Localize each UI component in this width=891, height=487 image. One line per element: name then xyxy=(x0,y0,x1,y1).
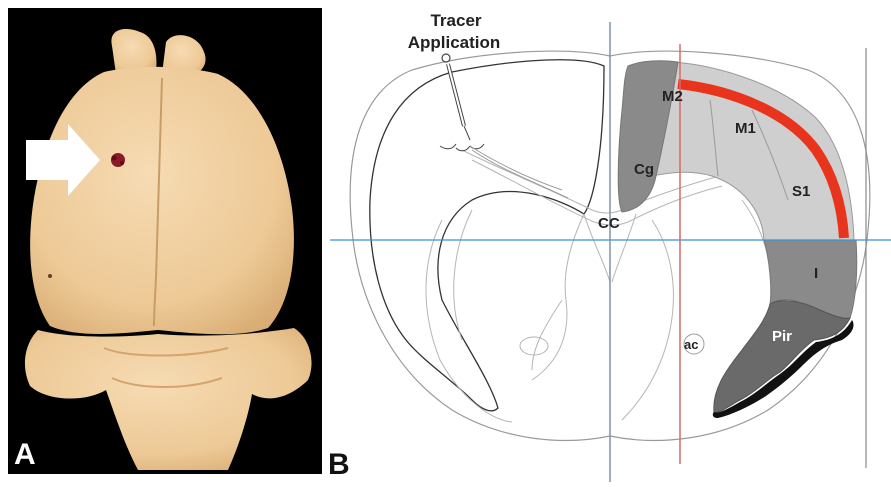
left-cortex-outline xyxy=(370,60,604,411)
coronal-section-diagram: Tracer Application M2 M1 S1 Cg CC I Pir … xyxy=(322,0,891,482)
panel-b-diagram: Tracer Application M2 M1 S1 Cg CC I Pir … xyxy=(322,0,891,482)
brain-photo: A xyxy=(8,8,322,474)
label-m1: M1 xyxy=(735,120,756,137)
piriform-region xyxy=(714,301,850,413)
panel-b-letter: B xyxy=(328,448,350,481)
tracer-label-line2: Application xyxy=(408,33,501,52)
tracer-label-line1: Tracer xyxy=(430,11,481,30)
cerebellum xyxy=(25,328,312,470)
panel-a-photo: A xyxy=(8,8,322,474)
label-cc: CC xyxy=(598,215,620,232)
label-ac: ac xyxy=(684,337,698,352)
label-s1: S1 xyxy=(792,183,810,200)
label-pir: Pir xyxy=(772,328,792,345)
panel-a-letter: A xyxy=(14,438,36,471)
label-m2: M2 xyxy=(662,88,683,105)
label-cg: Cg xyxy=(634,161,654,178)
label-i: I xyxy=(814,265,818,282)
